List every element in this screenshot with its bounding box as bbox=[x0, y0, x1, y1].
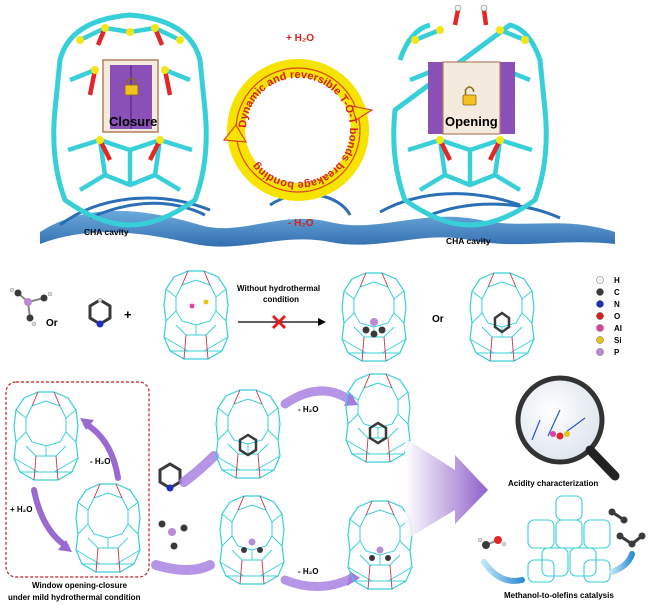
empty-cage bbox=[163, 270, 229, 360]
legend-swatch-si bbox=[596, 336, 604, 344]
arrow-to-pyridine-cage bbox=[179, 451, 219, 487]
condition-line-1: Without hydrothermal bbox=[237, 284, 320, 293]
or-label-left: Or bbox=[46, 318, 58, 329]
methanol-molecule bbox=[477, 536, 507, 549]
legend-swatch-al bbox=[596, 324, 604, 332]
minus-water-label: - H₂O bbox=[288, 218, 314, 229]
legend-label-h: H bbox=[614, 276, 620, 285]
cha-cavity-left-caption: CHA cavity bbox=[84, 227, 129, 237]
top-panel: Closure CHA cavity Dynamic and reversibl… bbox=[40, 4, 615, 247]
legend-label-al: Al bbox=[614, 324, 622, 333]
legend-label-c: C bbox=[614, 288, 620, 297]
cha-cage-opening bbox=[391, 4, 549, 228]
propylene-molecule bbox=[616, 532, 646, 548]
cage-with-tma bbox=[341, 272, 407, 362]
cha-framework bbox=[527, 495, 611, 583]
window-caption-2: under mild hydrothermal condition bbox=[8, 593, 141, 602]
acidity-caption: Acidity characterization bbox=[508, 479, 598, 488]
legend-swatch-o bbox=[596, 312, 604, 320]
tma-molecule-bottom bbox=[158, 520, 188, 550]
plus-sign: + bbox=[124, 307, 132, 322]
legend-label-p: P bbox=[614, 348, 620, 357]
legend-swatch-c bbox=[596, 288, 604, 296]
reversible-cycle: Dynamic and reversible T-O-T bonds break… bbox=[222, 59, 374, 201]
magnifier-icon bbox=[515, 375, 620, 481]
window-box bbox=[5, 381, 150, 578]
mto-caption: Methanol-to-olefins catalysis bbox=[504, 591, 614, 600]
bottom-panel: - H₂O + H₂O Window opening-closure under… bbox=[5, 373, 646, 602]
ethylene-molecule bbox=[608, 508, 628, 524]
wave-base bbox=[40, 210, 615, 247]
legend-label-n: N bbox=[614, 300, 620, 309]
pyridine-inside bbox=[493, 311, 511, 334]
legend-swatch-n bbox=[596, 300, 604, 308]
cage-open-small bbox=[75, 483, 141, 573]
middle-panel: Or + Without hydrothermal condition Or H… bbox=[9, 270, 622, 362]
dehydrate-top-label: - H₂O bbox=[298, 405, 318, 414]
cage-with-pyridine bbox=[469, 272, 535, 362]
cage-pyridine-2 bbox=[345, 373, 411, 463]
cage-tma-2 bbox=[347, 500, 413, 590]
plus-water-label: + H₂O bbox=[286, 33, 314, 44]
condition-line-2: condition bbox=[263, 295, 299, 304]
big-convergence-arrow bbox=[405, 438, 488, 540]
pyridine-molecule-bottom bbox=[158, 462, 182, 490]
arrow-down-curve bbox=[31, 487, 69, 549]
closure-label: Closure bbox=[109, 114, 157, 129]
legend-label-si: Si bbox=[614, 336, 622, 345]
window-minus-water: - H₂O bbox=[90, 457, 110, 466]
cage-closed-small bbox=[13, 391, 79, 481]
pyridine-molecule bbox=[88, 297, 112, 328]
window-plus-water: + H₂O bbox=[10, 505, 32, 514]
arrow-to-tma-cage bbox=[151, 560, 215, 575]
tma-inside bbox=[362, 318, 386, 338]
cha-cavity-right-caption: CHA cavity bbox=[446, 236, 491, 246]
arrow-up-curve bbox=[83, 421, 121, 481]
olefin-arrow bbox=[609, 551, 635, 575]
methanol-arrow bbox=[481, 559, 525, 584]
closed-lock-icon bbox=[124, 84, 139, 96]
opening-label: Opening bbox=[445, 114, 498, 129]
trimethylamine-molecule bbox=[9, 287, 53, 327]
wave-swirl-right bbox=[379, 192, 561, 220]
cross-icon bbox=[271, 314, 287, 330]
arrow-dehydrate-bottom bbox=[280, 573, 357, 592]
legend-swatch-p bbox=[596, 348, 604, 356]
or-label-right: Or bbox=[432, 314, 444, 325]
cha-cage-closure bbox=[51, 12, 209, 228]
window-caption-1: Window opening-closure bbox=[32, 581, 128, 590]
legend-swatch-h bbox=[596, 276, 604, 284]
legend-label-o: O bbox=[614, 312, 620, 321]
arrow-dehydrate-top bbox=[280, 386, 355, 409]
dehydrate-bottom-label: - H₂O bbox=[298, 567, 318, 576]
open-lock-icon bbox=[462, 94, 477, 106]
